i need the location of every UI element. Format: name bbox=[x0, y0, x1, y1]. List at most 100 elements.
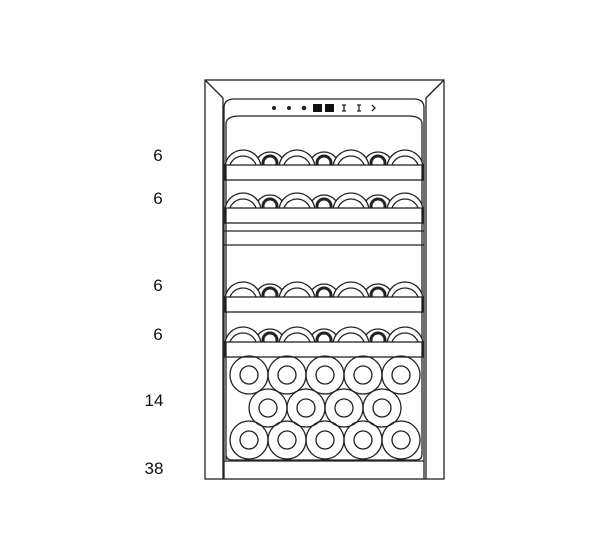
bottle-base-outer bbox=[332, 326, 370, 342]
stacked-bottle-inner bbox=[277, 365, 297, 385]
stacked-bottle-outer bbox=[267, 420, 307, 460]
bottle-base-outer bbox=[386, 192, 424, 208]
bottle-neck-ring bbox=[369, 286, 387, 297]
bottle-base-inner bbox=[337, 332, 365, 342]
bottle-base-inner bbox=[283, 198, 311, 208]
bottle-base-inner bbox=[337, 155, 365, 165]
bottle-neck-ring bbox=[315, 331, 333, 342]
bottle-base-inner bbox=[391, 332, 419, 342]
frame-bevel-left bbox=[204, 79, 224, 99]
stacked-bottle-inner bbox=[353, 430, 373, 450]
down-icon bbox=[357, 104, 361, 112]
stacked-bottle-inner bbox=[334, 398, 354, 418]
bottle-base-outer bbox=[386, 326, 424, 342]
shelf-front bbox=[224, 341, 424, 358]
bottle-base-outer bbox=[332, 149, 370, 165]
bottle-neck-ring bbox=[261, 286, 279, 297]
bottle-neck-outline bbox=[308, 328, 340, 342]
stacked-bottle-outer bbox=[343, 420, 383, 460]
shelf1-capacity-label: 6 bbox=[153, 146, 163, 165]
bottle-neck-outline bbox=[308, 283, 340, 297]
stacked-bottle-outer bbox=[381, 355, 421, 395]
stacked-bottle-outer bbox=[343, 355, 383, 395]
bottle-base-outer bbox=[224, 326, 262, 342]
stacked-bottle-inner bbox=[315, 430, 335, 450]
shelf3-capacity-label: 6 bbox=[153, 276, 163, 295]
bottle-base-inner bbox=[391, 287, 419, 297]
light-icon bbox=[272, 106, 276, 110]
bottle-base-outer bbox=[278, 281, 316, 297]
bottle-neck-outline bbox=[308, 194, 340, 208]
interior-liner bbox=[225, 115, 423, 461]
stacked-bottle-inner bbox=[239, 430, 259, 450]
bottle-base-inner bbox=[337, 198, 365, 208]
bottle-neck-outline bbox=[254, 194, 286, 208]
bottle-neck-outline bbox=[362, 194, 394, 208]
bottle-neck-ring bbox=[315, 286, 333, 297]
stacked-bottle-outer bbox=[305, 420, 345, 460]
bottle-base-outer bbox=[278, 326, 316, 342]
stacked-bottle-inner bbox=[391, 430, 411, 450]
bottle-base-inner bbox=[283, 287, 311, 297]
sun-icon bbox=[301, 105, 307, 111]
frame-bevel-right bbox=[425, 79, 445, 99]
stacked-bottle-inner bbox=[296, 398, 316, 418]
shelf2-capacity-label: 6 bbox=[153, 189, 163, 208]
bottle-neck-ring bbox=[315, 197, 333, 208]
bottle-base-outer bbox=[332, 192, 370, 208]
cabinet-outline bbox=[204, 79, 445, 480]
bottle-base-inner bbox=[391, 155, 419, 165]
bottle-base-outer bbox=[332, 281, 370, 297]
stacked-bottle-inner bbox=[372, 398, 392, 418]
bottle-base-inner bbox=[391, 198, 419, 208]
bottle-neck-outline bbox=[362, 151, 394, 165]
total-capacity-label: 38 bbox=[144, 459, 164, 478]
stacked-bottle-inner bbox=[239, 365, 259, 385]
bottle-neck-ring bbox=[315, 154, 333, 165]
shelf-front bbox=[224, 296, 424, 313]
bottle-neck-ring bbox=[261, 154, 279, 165]
power-icon bbox=[287, 106, 291, 110]
lock-icon bbox=[371, 104, 376, 112]
bottle-base-outer bbox=[224, 192, 262, 208]
stacked-bottle-outer bbox=[229, 420, 269, 460]
bottle-neck-ring bbox=[369, 154, 387, 165]
bottle-base-inner bbox=[229, 198, 257, 208]
bottle-neck-ring bbox=[261, 331, 279, 342]
shelf-front bbox=[224, 207, 424, 224]
bottom-stack-capacity-label: 14 bbox=[144, 391, 164, 410]
bottle-base-inner bbox=[337, 287, 365, 297]
bottle-neck-outline bbox=[254, 283, 286, 297]
stacked-bottle-inner bbox=[353, 365, 373, 385]
bottle-base-inner bbox=[229, 287, 257, 297]
up-icon bbox=[342, 104, 346, 112]
bottle-neck-outline bbox=[308, 151, 340, 165]
bottle-base-outer bbox=[224, 149, 262, 165]
stacked-bottle-inner bbox=[258, 398, 278, 418]
stacked-bottle-outer bbox=[267, 355, 307, 395]
bottle-base-inner bbox=[283, 155, 311, 165]
bottle-neck-ring bbox=[261, 197, 279, 208]
door-panel bbox=[223, 98, 425, 479]
bottle-base-outer bbox=[386, 281, 424, 297]
stacked-bottle-outer bbox=[305, 355, 345, 395]
bottle-neck-outline bbox=[362, 283, 394, 297]
stacked-bottle-outer bbox=[381, 420, 421, 460]
bottle-base-outer bbox=[386, 149, 424, 165]
bottle-base-inner bbox=[229, 332, 257, 342]
bottle-base-inner bbox=[229, 155, 257, 165]
bottle-neck-ring bbox=[369, 197, 387, 208]
digital-display-left bbox=[313, 104, 322, 112]
bottle-neck-outline bbox=[254, 328, 286, 342]
shelf-front bbox=[224, 164, 424, 181]
digital-display-right bbox=[325, 104, 334, 112]
bottle-neck-outline bbox=[254, 151, 286, 165]
stacked-bottle-inner bbox=[315, 365, 335, 385]
bottle-base-inner bbox=[283, 332, 311, 342]
stacked-bottle-outer bbox=[229, 355, 269, 395]
shelf4-capacity-label: 6 bbox=[153, 325, 163, 344]
bottle-base-outer bbox=[278, 192, 316, 208]
stacked-bottle-inner bbox=[277, 430, 297, 450]
bottle-neck-outline bbox=[362, 328, 394, 342]
